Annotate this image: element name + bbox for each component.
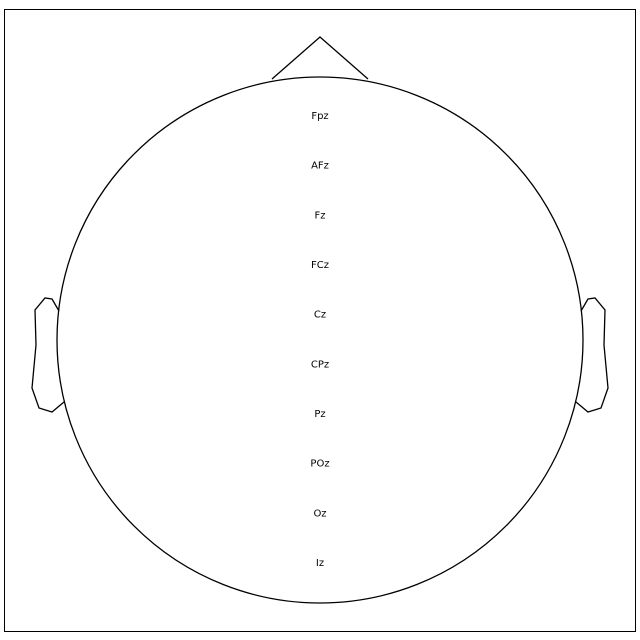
electrode-label-cpz: CPz [311,359,329,370]
head-outline-group [31,36,609,604]
electrode-label-fpz: Fpz [311,111,328,122]
electrode-label-cz: Cz [314,310,326,321]
electrode-label-fz: Fz [314,210,325,221]
plot-frame [4,9,636,632]
electrode-label-poz: POz [310,459,329,470]
electrode-label-oz: Oz [313,508,326,519]
electrode-label-group: Fpz AFz Fz FCz Cz CPz Pz POz Oz Iz [310,111,329,569]
left-ear-outline [31,297,65,413]
electrode-label-pz: Pz [314,409,325,420]
right-ear-outline [575,297,609,413]
nose-outline [271,36,369,80]
head-circle [56,76,584,604]
electrode-label-fcz: FCz [311,260,329,271]
electrode-label-afz: AFz [311,161,329,172]
electrode-label-iz: Iz [316,558,324,569]
